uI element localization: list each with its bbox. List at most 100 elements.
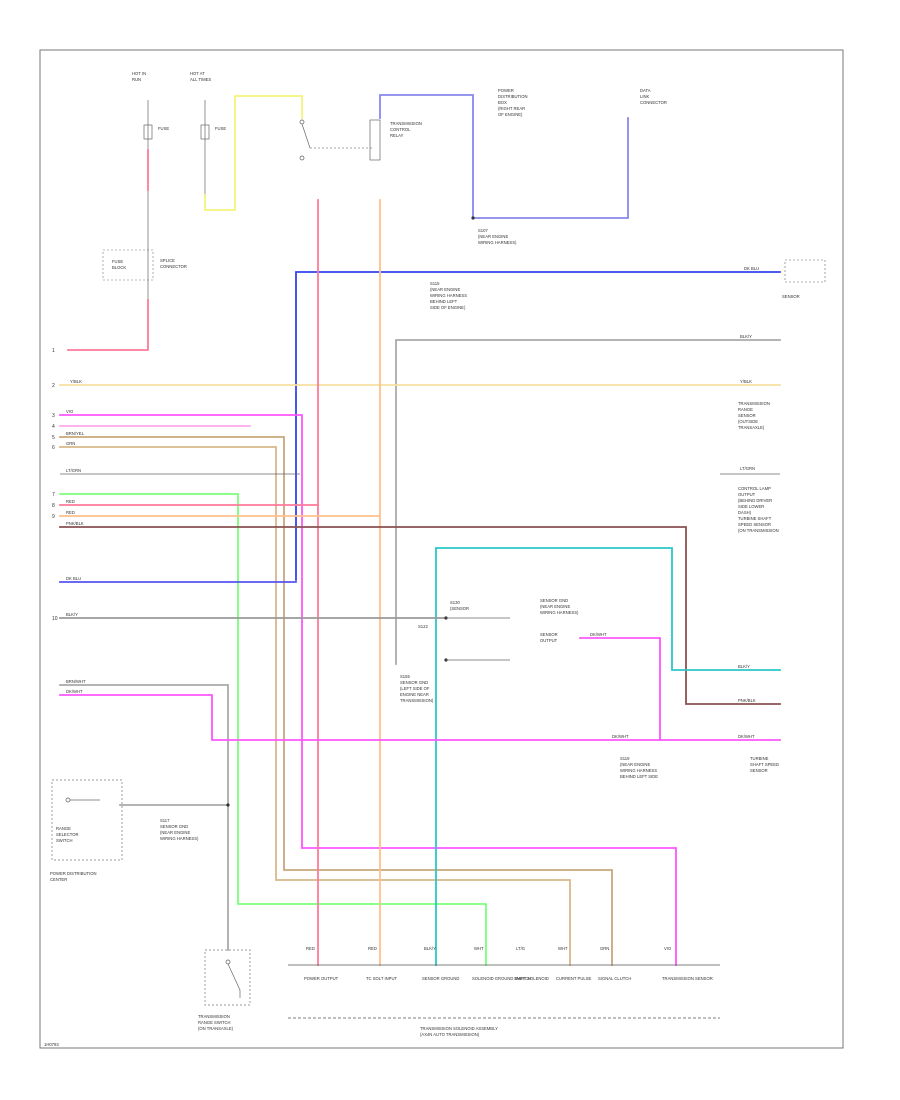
bottom-block-label: CURRENT PULSE [556,976,591,981]
wire-magenta-1 [59,414,677,966]
wire-gray-3 [119,804,229,951]
svg-text:(RIGHT REAR: (RIGHT REAR [498,106,525,111]
bottom-block-label: TC SOLT INPUT [366,976,397,981]
left-pin-number: 4 [52,424,55,430]
svg-text:OUTPUT: OUTPUT [738,492,756,497]
svg-text:TURBINE: TURBINE [750,756,769,761]
svg-text:RANGE: RANGE [56,826,71,831]
svg-text:DK BLU: DK BLU [66,576,81,581]
svg-text:FUSE: FUSE [158,126,169,131]
svg-text:FUSE: FUSE [215,126,226,131]
svg-text:PNK/BLK: PNK/BLK [66,521,84,526]
svg-text:SPLICE: SPLICE [160,258,175,263]
left-pin-number: 8 [52,503,55,509]
wire-royal-blue [295,271,781,581]
svg-text:BLK/Y: BLK/Y [738,664,750,669]
svg-text:VIO: VIO [66,409,74,414]
wire-tan-2 [59,446,571,966]
svg-text:(BEHIND DRIVER: (BEHIND DRIVER [738,498,772,503]
bottom-block-label: SHIFT SOLENOID [514,976,549,981]
svg-text:WIRING HARNESS): WIRING HARNESS) [160,836,199,841]
svg-text:TRANSMISSION: TRANSMISSION [738,401,770,406]
svg-text:DASH): DASH) [738,510,752,515]
bottom-pin-label: VIO [664,946,672,951]
left-pin-number: 6 [52,445,55,451]
svg-text:(NEAR ENGINE: (NEAR ENGINE [430,287,460,292]
svg-text:DK BLU: DK BLU [744,266,759,271]
bottom-block-label: TRANSMISSION SENSOR [662,976,713,981]
svg-text:OF ENGINE): OF ENGINE) [498,112,523,117]
svg-text:BOX: BOX [498,100,507,105]
svg-text:Y/BLK: Y/BLK [70,379,82,384]
svg-text:ENGINE NEAR: ENGINE NEAR [400,692,429,697]
bottom-block-label: SOLENOID GROUND SWITCH [472,976,531,981]
svg-text:SENSOR: SENSOR [750,768,768,773]
svg-text:SELECTOR: SELECTOR [56,832,79,837]
svg-text:RELAY: RELAY [390,133,404,138]
svg-text:SWITCH: SWITCH [56,838,73,843]
svg-text:HOT IN: HOT IN [132,71,146,76]
svg-text:S115: S115 [430,281,440,286]
left-pin-number: 7 [52,492,55,498]
svg-text:SHAFT SPEED: SHAFT SPEED [750,762,779,767]
left-pin-number: 10 [52,616,58,622]
wire-pink-left [67,149,149,351]
svg-text:SENSOR: SENSOR [782,294,800,299]
svg-text:TURBINE SHAFT: TURBINE SHAFT [738,516,772,521]
svg-text:DISTRIBUTION: DISTRIBUTION [498,94,528,99]
svg-text:BEHIND LEFT: BEHIND LEFT [430,299,458,304]
svg-text:CENTER: CENTER [50,877,67,882]
svg-text:CONTROL LAMP: CONTROL LAMP [738,486,771,491]
wire-magenta-2 [579,637,661,741]
svg-text:GRN: GRN [66,441,75,446]
svg-text:SIDE OF ENGINE): SIDE OF ENGINE) [430,305,466,310]
svg-text:(NEAR ENGINE: (NEAR ENGINE [540,604,570,609]
wire-yellow [204,95,303,211]
left-pin-number: 5 [52,435,55,441]
left-pin-number: 2 [52,383,55,389]
wire-cyan [435,547,781,966]
svg-text:S155: S155 [400,674,410,679]
wire-lt-blue [379,94,629,219]
bottom-block-label: SENSOR GROUND [422,976,459,981]
svg-text:RED: RED [66,499,75,504]
svg-text:DK/WHT: DK/WHT [590,632,607,637]
svg-text:S107: S107 [478,228,488,233]
wire-brown [59,526,781,705]
svg-text:TRANSMISSION SOLENOID ASSEMBLY: TRANSMISSION SOLENOID ASSEMBLY [420,1026,498,1031]
diagram-frame [39,49,844,1049]
svg-text:(NEAR ENGINE: (NEAR ENGINE [620,762,650,767]
svg-text:Y/BLK: Y/BLK [740,379,752,384]
svg-text:SENSOR: SENSOR [738,413,756,418]
left-pin-number: 3 [52,413,55,419]
svg-text:SENSOR GND: SENSOR GND [160,824,188,829]
bottom-block-label: SIGNAL CLUTCH [598,976,631,981]
wire-pink-long [59,504,319,966]
svg-text:ALL TIMES: ALL TIMES [190,77,211,82]
solenoid-assembly: TRANSMISSION SOLENOID ASSEMBLY (AX4N AUT… [288,964,720,1037]
svg-text:WIRING HARNESS: WIRING HARNESS [430,293,467,298]
left-pin-number: 9 [52,514,55,520]
svg-text:BEHIND LEFT SIDE: BEHIND LEFT SIDE [620,774,658,779]
frame-code: 1H0793 [44,1042,59,1047]
bottom-block-label: POWER OUTPUT [304,976,339,981]
svg-text:SENSOR GND: SENSOR GND [540,598,568,603]
svg-text:BRN/WHT: BRN/WHT [66,679,86,684]
bottom-pin-label: RED [368,946,377,951]
svg-text:TRANSMISSION: TRANSMISSION [390,121,422,126]
svg-text:DATA: DATA [640,88,651,93]
svg-text:TRANSMISSION: TRANSMISSION [198,1014,230,1019]
svg-text:(NEAR ENGINE: (NEAR ENGINE [160,830,190,835]
svg-text:WIRING HARNESS: WIRING HARNESS [620,768,657,773]
left-pin-number: 1 [52,348,55,354]
svg-text:BLK/Y: BLK/Y [66,612,78,617]
bottom-pin-label: WHT [558,946,568,951]
svg-text:(ON TRANSAXLE): (ON TRANSAXLE) [198,1026,234,1031]
svg-text:BLOCK: BLOCK [112,265,126,270]
svg-text:WIRING HARNESS): WIRING HARNESS) [478,240,517,245]
bottom-pin-label: BLK/Y [424,946,436,951]
svg-text:TRANSMISSION): TRANSMISSION) [400,698,434,703]
